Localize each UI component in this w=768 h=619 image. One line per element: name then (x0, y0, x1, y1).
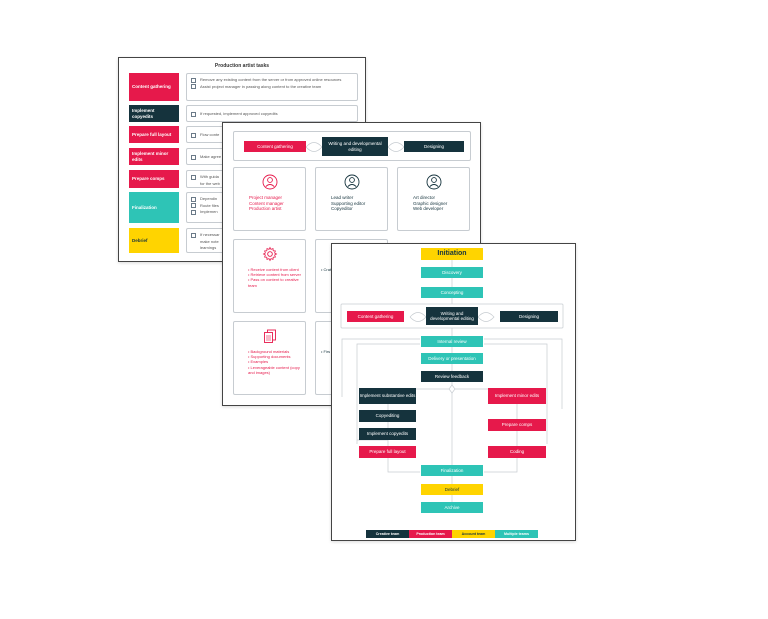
person-icon (426, 174, 442, 190)
phase-content-gathering: Content gathering (244, 141, 306, 152)
role-name: Graphic designer (413, 200, 448, 206)
task-label-implement-copyedits: Implement copyedits (129, 105, 179, 122)
node-writing: Writing and developmental editing (426, 307, 478, 325)
task-item: • Retrieve content from server (248, 272, 301, 278)
role-card-creative: Lead writer Supporting editor Copyeditor (315, 167, 388, 231)
phase-writing: Writing and developmental editing (322, 137, 388, 156)
task-list: • Background materials • Supporting docu… (248, 349, 306, 375)
role-name: Lead writer (331, 195, 354, 200)
node-finalization: Finalization (421, 465, 483, 476)
node-delivery: Delivery or presentation (421, 353, 483, 364)
task-text: Flow conte (200, 132, 220, 137)
gear-icon (262, 246, 278, 262)
node-implement-copyedits: Implement copyedits (359, 428, 416, 440)
node-implement-substantive: Implement substantive edits (359, 388, 416, 404)
task-item: • Examples (248, 359, 269, 365)
node-prepare-comps: Prepare comps (488, 419, 546, 431)
task-text: Remove any existing content from the ser… (200, 77, 342, 82)
task-box-implement-copyedits: If requested, implement approved copyedi… (186, 105, 358, 122)
node-implement-minor: Implement minor edits (488, 388, 546, 404)
role-name: Production artist (249, 206, 282, 212)
node-designing: Designing (500, 311, 558, 322)
node-review-feedback: Review feedback (421, 371, 483, 382)
phase-flow: Content gathering Writing and developmen… (233, 131, 471, 161)
role-name: Project manager (249, 195, 283, 200)
checkbox[interactable] (191, 203, 196, 208)
checkbox[interactable] (191, 77, 196, 83)
task-list: • Receive content from client • Retrieve… (248, 267, 306, 288)
role-name: Content manager (249, 200, 284, 206)
legend-account-team: Account team (452, 530, 495, 538)
legend-production-team: Production team (409, 530, 452, 538)
task-label-content-gathering: Content gathering (129, 73, 179, 101)
task-text: Assist project manager in passing along … (200, 83, 322, 89)
phase-designing: Designing (404, 141, 464, 152)
task-text: If requested, implement approved copyedi… (200, 111, 278, 116)
task-box-content-gathering: Remove any existing content from the ser… (186, 73, 358, 101)
task-item: • Crat (321, 267, 332, 272)
node-initiation: Initiation (421, 248, 483, 260)
role-name: Web developer (413, 206, 444, 212)
sheet-title: Production artist tasks (214, 63, 270, 69)
role-name: Copyeditor (331, 206, 353, 212)
task-text: With guida (200, 174, 219, 179)
node-internal-review: Internal review (421, 336, 483, 347)
task-text: Dependin (200, 196, 218, 201)
documents-icon (264, 329, 276, 343)
task-label-prepare-full-layout: Prepare full layout (129, 126, 179, 143)
role-list: Art director Graphic designer Web develo… (413, 195, 447, 212)
workflow-sheet: Initiation Discovery Concepting Content … (331, 243, 576, 541)
task-card-gathering: • Receive content from client • Retrieve… (233, 239, 306, 313)
role-list: Lead writer Supporting editor Copyeditor (331, 195, 365, 212)
node-copyediting: Copyediting (359, 410, 416, 422)
checkbox[interactable] (191, 209, 196, 215)
task-text: for the web (200, 180, 220, 186)
task-text: If necessar (200, 232, 220, 237)
role-card-design: Art director Graphic designer Web develo… (397, 167, 470, 231)
task-item: • Leverageable content (copy and images) (248, 364, 300, 375)
checkbox[interactable] (191, 132, 196, 138)
task-card-materials: • Background materials • Supporting docu… (233, 321, 306, 395)
task-text: Make agree (200, 154, 222, 159)
task-label-finalization: Finalization (129, 192, 179, 223)
node-archive: Archive (421, 502, 483, 513)
checkbox[interactable] (191, 111, 196, 117)
checkbox[interactable] (191, 232, 196, 238)
role-card-production: Project manager Content manager Producti… (233, 167, 306, 231)
task-item: • Pass on content to creative team (248, 277, 299, 288)
task-label-prepare-comps: Prepare comps (129, 170, 179, 188)
role-name: Art director (413, 195, 436, 200)
role-list: Project manager Content manager Producti… (249, 195, 284, 212)
node-debrief: Debrief (421, 484, 483, 495)
task-label-debrief: Debrief (129, 228, 179, 253)
checkbox[interactable] (191, 196, 196, 202)
node-content-gathering: Content gathering (347, 311, 404, 322)
task-item: • Background materials (248, 349, 290, 354)
task-item: • Supporting documents (248, 354, 291, 360)
task-label-implement-minor-edits: Implement minor edits (129, 148, 179, 165)
checkbox[interactable] (191, 84, 196, 89)
node-coding: Coding (488, 446, 546, 458)
node-prepare-layout: Prepare full layout (359, 446, 416, 458)
legend-multiple-teams: Multiple teams (495, 530, 538, 538)
checkbox[interactable] (191, 154, 196, 160)
person-icon (344, 174, 360, 190)
role-name: Supporting editor (331, 200, 366, 206)
task-text: make note (200, 238, 219, 244)
node-concepting: Concepting (421, 287, 483, 298)
task-text: Route files (200, 202, 219, 208)
task-item: • Receive content from client (248, 267, 299, 272)
legend-creative-team: Creative team (366, 530, 409, 538)
task-text: Implemen (200, 209, 218, 214)
task-text: learnings (200, 244, 217, 250)
task-item: • Firs (321, 349, 331, 354)
checkbox[interactable] (191, 174, 196, 180)
person-icon (262, 174, 278, 190)
node-discovery: Discovery (421, 267, 483, 278)
